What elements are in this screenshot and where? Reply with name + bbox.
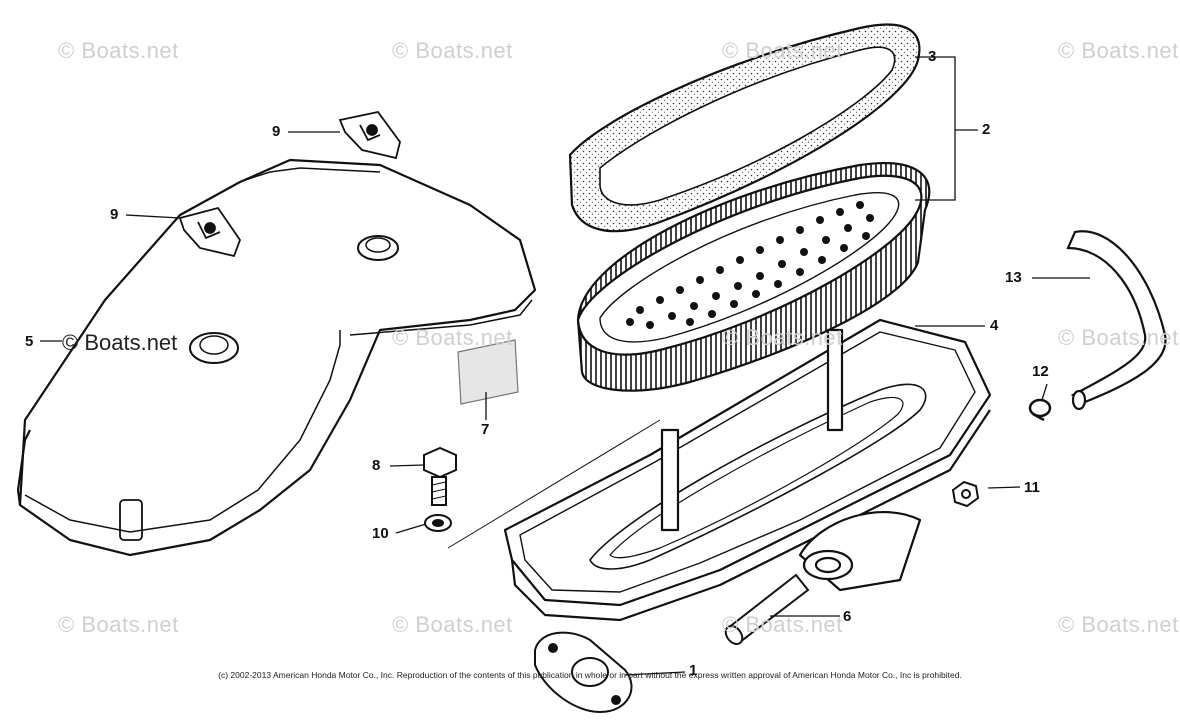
clip-upper: [338, 110, 401, 160]
watermark: © Boats.net: [722, 325, 843, 350]
washer: [424, 514, 452, 532]
callout-2: 2: [982, 121, 991, 138]
callout-13: 13: [1005, 269, 1022, 286]
watermark: © Boats.net: [722, 38, 843, 63]
watermark: © Boats.net: [392, 325, 513, 350]
watermark: © Boats.net: [1058, 325, 1179, 350]
watermark: © Boats.net: [722, 612, 843, 637]
gasket: [534, 631, 633, 714]
watermark: © Boats.net: [1058, 38, 1179, 63]
breather-hose: [1066, 230, 1167, 411]
callout-8: 8: [372, 457, 381, 474]
callout-1: 1: [689, 662, 698, 679]
label-plate: [457, 339, 519, 405]
callout-4: 4: [990, 317, 999, 334]
copyright-notice: (c) 2002-2013 American Honda Motor Co., …: [218, 670, 962, 680]
air-cleaner-case: [503, 318, 992, 622]
paper-element: [576, 162, 931, 392]
callout-6: 6: [843, 608, 852, 625]
callout-5: 5: [25, 333, 34, 350]
clip-lower: [178, 206, 242, 258]
foam-element: [568, 23, 921, 233]
bolt: [423, 446, 457, 506]
callout-3: 3: [928, 48, 937, 65]
tube: [724, 573, 810, 645]
nut: [951, 480, 980, 508]
air-cleaner-cover: [16, 158, 537, 557]
callout-9-upper: 9: [272, 123, 281, 140]
watermark-overlay: © Boats.net: [62, 330, 178, 355]
watermark: © Boats.net: [1058, 612, 1179, 637]
clamp: [1028, 398, 1052, 422]
watermark: © Boats.net: [392, 38, 513, 63]
callout-12: 12: [1032, 363, 1049, 380]
callout-9-lower: 9: [110, 206, 119, 223]
leader-lines: [40, 56, 1090, 676]
watermark: © Boats.net: [58, 38, 179, 63]
callout-11: 11: [1024, 479, 1040, 496]
callout-10: 10: [372, 525, 389, 542]
callout-7: 7: [481, 421, 490, 438]
watermark: © Boats.net: [392, 612, 513, 637]
watermark: © Boats.net: [58, 612, 179, 637]
